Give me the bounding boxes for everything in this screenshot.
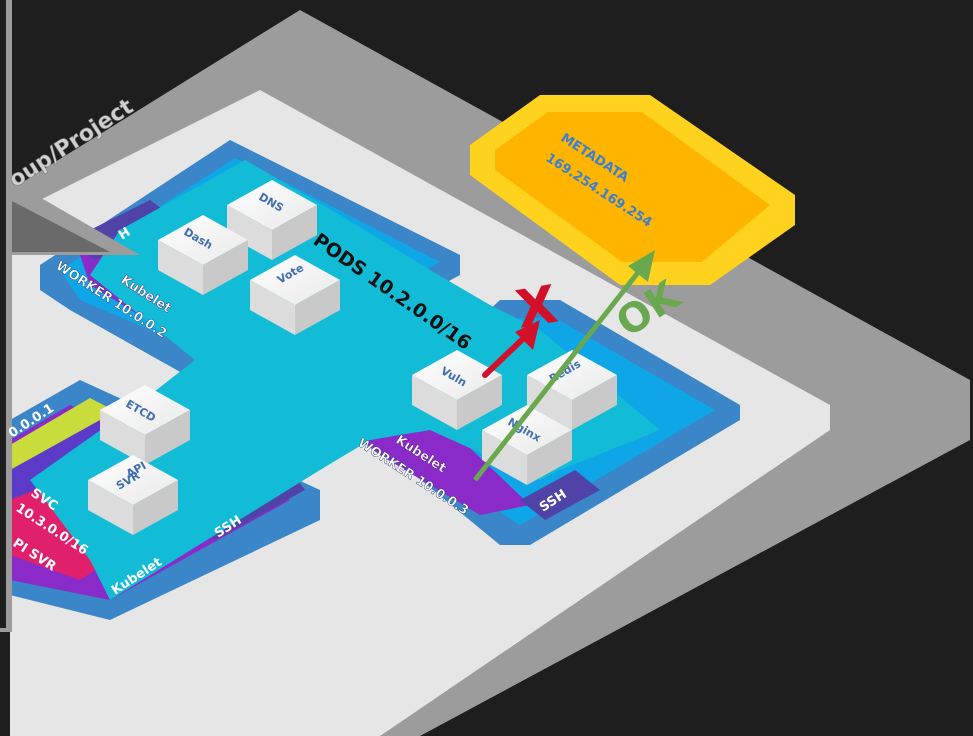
pod-dns[interactable]: DNS — [227, 180, 317, 260]
pod-vuln[interactable]: Vuln — [412, 350, 502, 430]
metadata-service: METADATA 169.254.169.254 — [470, 95, 795, 285]
pod-etcd[interactable]: ETCD — [100, 385, 190, 465]
blocked-arrow — [482, 320, 540, 378]
allowed-arrow — [473, 250, 655, 482]
pod-vote[interactable]: Vote — [250, 255, 340, 335]
callout-wedge-inner — [10, 200, 110, 252]
pod-dash[interactable]: Dash — [158, 215, 248, 295]
pod-api-server[interactable]: API SVR — [88, 455, 178, 535]
